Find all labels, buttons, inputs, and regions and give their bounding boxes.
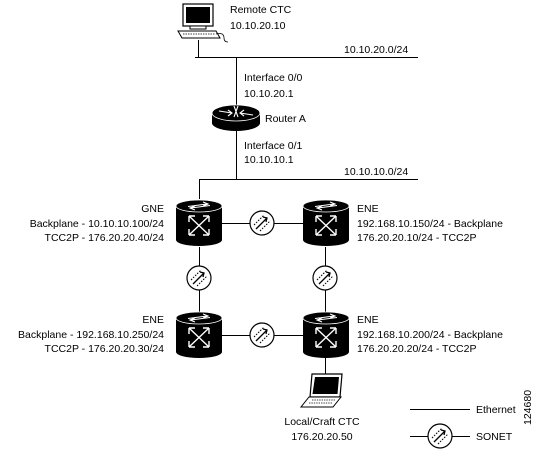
legend: Ethernet SONET — [410, 404, 516, 449]
gne-title: GNE — [141, 203, 164, 215]
gne-backplane: Backplane - 10.10.10.100/24 — [30, 218, 164, 230]
router-name: Router A — [265, 113, 306, 125]
router-if-lower-name: Interface 0/1 — [244, 140, 303, 152]
router-if-upper-ip: 10.10.20.1 — [244, 88, 294, 100]
gne-node-icon — [175, 199, 223, 247]
gne-tcc: TCC2P - 176.20.20.40/24 — [45, 232, 165, 244]
ene-top-right-title: ENE — [357, 203, 379, 215]
ene-bottom-left-title: ENE — [142, 314, 164, 326]
remote-ctc-label: Remote CTC — [230, 4, 292, 16]
ene-bottom-right-backplane: 192.168.10.200/24 - Backplane — [357, 329, 503, 341]
legend-ethernet-label: Ethernet — [476, 404, 516, 416]
desktop-computer-icon — [177, 3, 229, 43]
ene-bottom-right-title: ENE — [357, 314, 379, 326]
ene-node-icon-bottom-left — [175, 311, 223, 359]
craft-ctc-ip: 176.20.20.50 — [291, 431, 352, 443]
router-if-upper-name: Interface 0/0 — [244, 72, 303, 84]
laptop-icon — [299, 373, 343, 408]
sonet-icon-left — [186, 265, 212, 291]
ene-top-right-tcc: 176.20.20.10/24 - TCC2P — [357, 232, 476, 244]
remote-ctc-ip: 10.10.20.10 — [230, 20, 286, 32]
ene-bottom-left-tcc: TCC2P - 176.20.20.30/24 — [45, 343, 165, 355]
ene-node-icon-top-right — [302, 199, 350, 247]
ene-bottom-left-backplane: Backplane - 192.168.10.250/24 — [18, 329, 164, 341]
ene-node-icon-bottom-right — [302, 311, 350, 359]
ene-bottom-right-tcc: 176.20.20.20/24 - TCC2P — [357, 343, 476, 355]
sonet-icon-top — [249, 210, 275, 236]
router-icon — [211, 104, 261, 131]
figure-id: 124680 — [522, 390, 534, 425]
router-if-lower-ip: 10.10.10.1 — [244, 154, 294, 166]
legend-sonet-icon — [427, 423, 453, 449]
craft-ctc-label: Local/Craft CTC — [284, 416, 360, 428]
ene-top-right-backplane: 192.168.10.150/24 - Backplane — [357, 218, 503, 230]
legend-sonet-label: SONET — [476, 431, 513, 443]
network-label-upper: 10.10.20.0/24 — [344, 44, 408, 56]
sonet-icon-right — [312, 265, 338, 291]
network-label-lower: 10.10.10.0/24 — [344, 166, 408, 178]
sonet-icon-bottom — [249, 322, 275, 348]
